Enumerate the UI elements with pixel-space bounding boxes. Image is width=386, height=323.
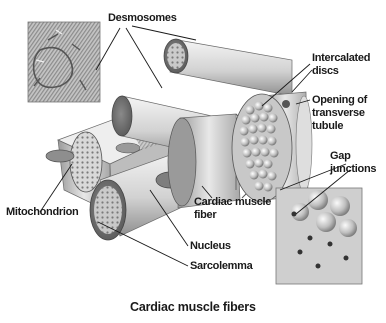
label-opening-line2: transverse [312,107,365,120]
label-cardiac-muscle-fiber-line1: Cardiac muscle [194,196,271,209]
label-nucleus: Nucleus [190,240,231,253]
label-gap-junctions-line2: junctions [330,163,376,176]
label-gap-junctions-line1: Gap [330,150,351,163]
label-sarcolemma: Sarcolemma [190,260,252,273]
label-intercalated-discs-line1: Intercalated [312,52,370,65]
label-opening-line3: tubule [312,120,343,133]
gap-junction-micrograph-inset [276,188,362,284]
label-cardiac-muscle-fiber-line2: fiber [194,209,216,222]
label-mitochondrion: Mitochondrion [6,206,78,219]
transverse-tubule-opening [282,100,290,108]
desmosome-micrograph-inset [28,22,100,102]
figure-caption: Cardiac muscle fibers [130,300,256,315]
mitochondrion-shape [46,150,74,162]
upper-fiber-branch [164,39,292,96]
label-desmosomes: Desmosomes [108,12,177,25]
label-opening-line1: Opening of [312,94,367,107]
label-intercalated-discs-line2: discs [312,65,339,78]
